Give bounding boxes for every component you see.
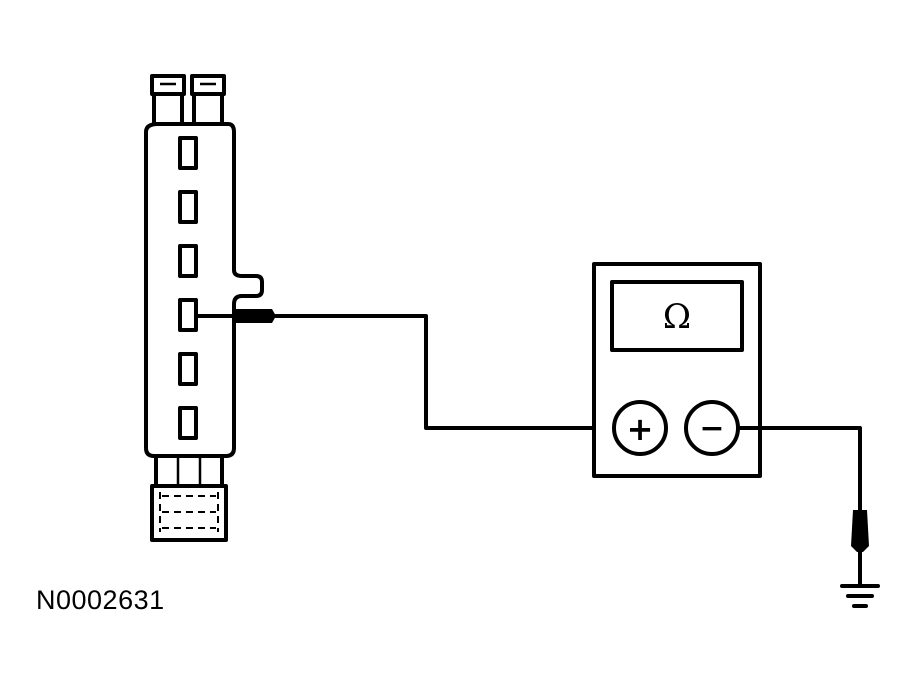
ground-probe-icon (851, 510, 869, 552)
positive-test-lead (274, 314, 614, 430)
fuel-injector-icon (144, 74, 264, 542)
ground-icon (840, 584, 880, 608)
meter-display (610, 280, 744, 352)
negative-test-lead (736, 426, 862, 520)
multimeter-icon: Ω + − (592, 262, 762, 478)
positive-terminal (612, 400, 668, 456)
probe-tip-icon (194, 309, 276, 323)
ohm-symbol: Ω (663, 297, 691, 337)
negative-terminal-label: − (699, 411, 724, 446)
figure-id: N0002631 (36, 585, 165, 615)
positive-terminal-label: + (627, 410, 654, 448)
